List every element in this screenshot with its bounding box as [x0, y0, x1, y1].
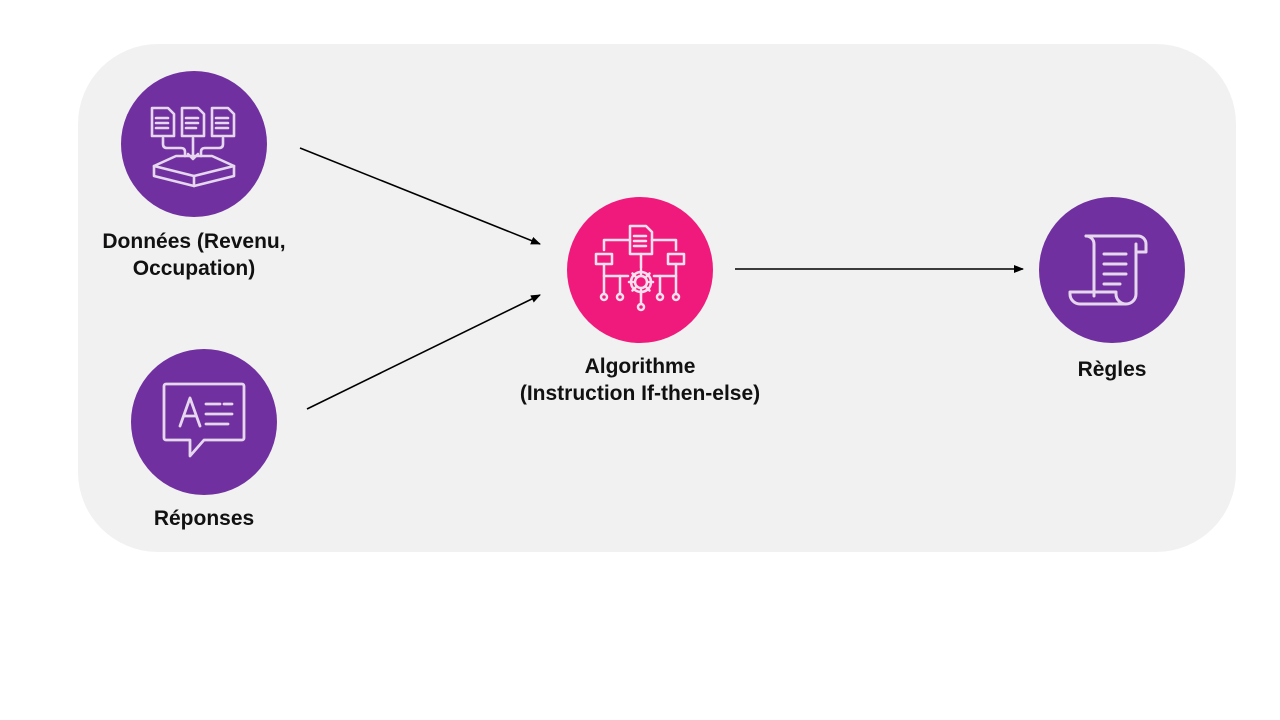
node-reponses	[131, 349, 277, 495]
data-input-icon	[150, 106, 236, 188]
label-regles: Règles	[1077, 358, 1147, 381]
label-reponses: Réponses	[153, 507, 255, 530]
node-donnees	[121, 71, 267, 217]
arrow-reponses-to-algorithme	[306, 294, 541, 410]
node-algorithme	[567, 197, 713, 343]
node-regles	[1039, 197, 1185, 343]
label-algorithme: Algorithme (Instruction If-then-else)	[519, 355, 761, 405]
scroll-icon	[1068, 234, 1148, 306]
algorithm-flow-icon	[594, 224, 686, 312]
answer-bubble-icon	[162, 382, 246, 458]
arrow-donnees-to-algorithme	[299, 147, 541, 245]
label-donnees: Données (Revenu, Occupation)	[102, 230, 286, 280]
